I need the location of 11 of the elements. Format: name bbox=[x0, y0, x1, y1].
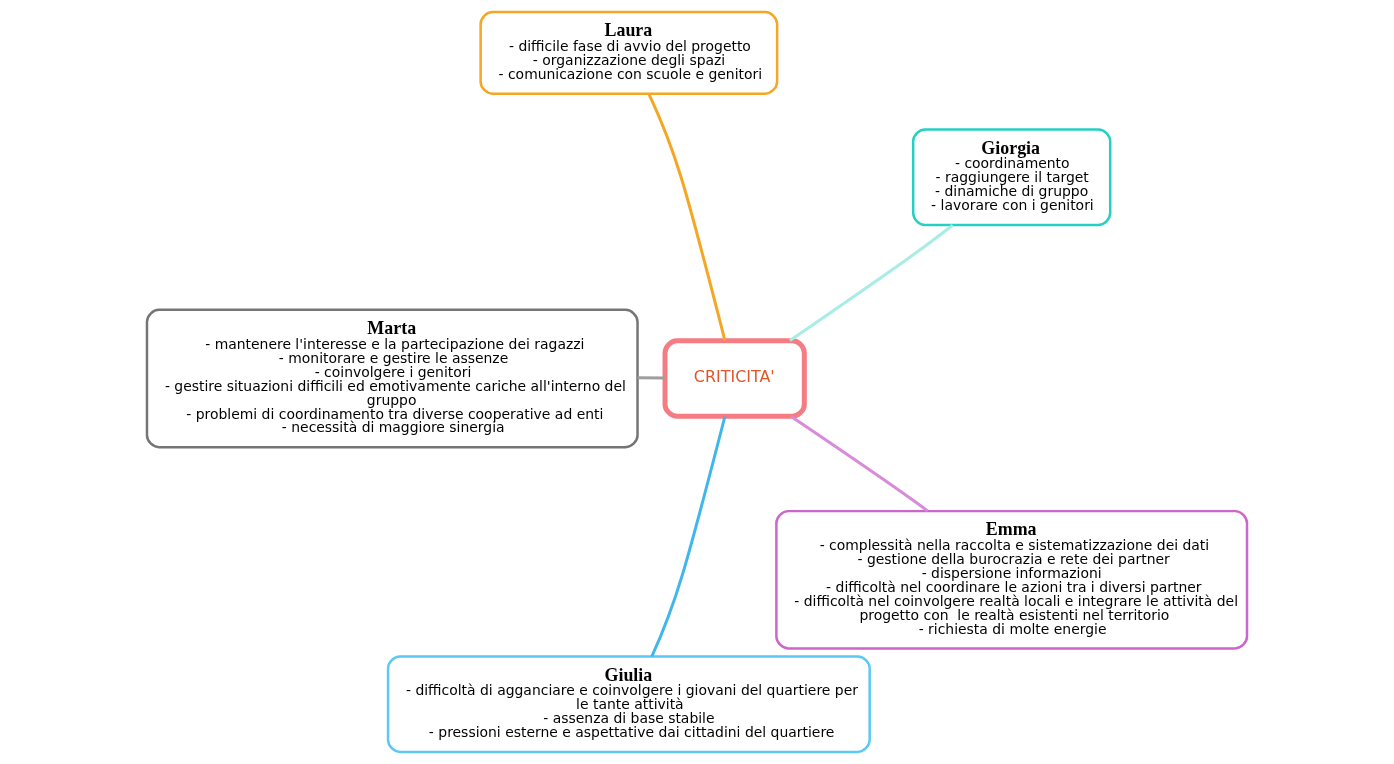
connector bbox=[789, 224, 954, 342]
connector bbox=[790, 415, 929, 513]
connector bbox=[637, 376, 665, 380]
node-box: Marta - mantenere l'interesse e la partecipazione dei ragazzi - monitorare e gestire le assenze - coinvolgere i genitori - gestire situazioni difficili ed emotivamente cariche all'interno del gruppo - problemi di coordinamento tra diverse cooperative ad enti - necessità di maggiore sinergia bbox=[145, 308, 639, 449]
node-box: Giulia - difficoltà di agganciare e coinvolgere i giovani del quartiere per le tante attività - assenza di base stabile - pressioni esterne e aspettative dai cittadini del quartiere bbox=[386, 655, 871, 754]
node-box: Giorgia - coordinamento - raggiungere il target - dinamiche di gruppo - lavorare con i genitori bbox=[911, 128, 1112, 227]
connector bbox=[650, 416, 727, 657]
node-box: Laura - difficile fase di avvio del progetto - organizzazione degli spazi - comunicazione con scuole e genitori bbox=[479, 10, 779, 95]
node-box: Emma - complessità nella raccolta e sistematizzazione dei dati - gestione della burocrazia e rete dei partner - dispersione informazioni - difficoltà nel coordinare le azioni tra i diversi partner - difficoltà nel coinvolgere realtà locali e integrare le attività del progetto con le realtà esistenti nel territorio - richiesta di molte energie bbox=[775, 509, 1249, 650]
node-box: CRITICITA' bbox=[662, 338, 807, 419]
connector bbox=[647, 93, 727, 341]
